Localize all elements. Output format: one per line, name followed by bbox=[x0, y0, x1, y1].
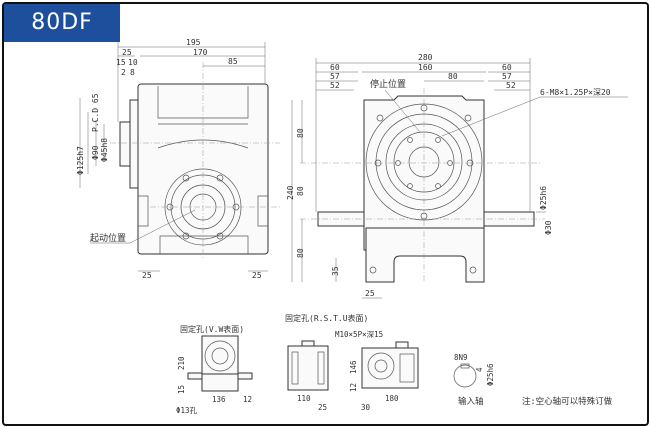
dim-60-right: 60 bbox=[502, 63, 512, 72]
front-view: 280 60 160 60 57 57 52 80 52 停止位置 6-M8×1… bbox=[286, 53, 628, 299]
dim-2: 2 bbox=[121, 68, 126, 77]
dim-10: 10 bbox=[128, 58, 138, 67]
vw-view: 固定孔(V.W表面) 210 15 136 12 Φ13孔 bbox=[176, 324, 253, 415]
dim-80-upper: 80 bbox=[296, 128, 305, 138]
dim-80-top: 80 bbox=[448, 72, 458, 81]
dim-160: 160 bbox=[418, 63, 433, 72]
dim-180: 180 bbox=[385, 394, 399, 403]
dim-pcd65: P.C.D 65 bbox=[91, 93, 100, 132]
stop-position-label: 停止位置 bbox=[370, 78, 406, 90]
dim-210: 210 bbox=[177, 356, 186, 370]
dim-52-right: 52 bbox=[506, 81, 516, 90]
dim-25-bottom: 25 bbox=[365, 289, 375, 298]
dim-195: 195 bbox=[186, 38, 201, 47]
dim-4: 4 bbox=[475, 367, 484, 372]
thread-note: 6-M8×1.25P×深20 bbox=[540, 88, 611, 97]
dim-8: 8 bbox=[130, 68, 135, 77]
dim-phi45h8: Φ45h8 bbox=[100, 138, 109, 162]
dim-57-left: 57 bbox=[330, 72, 340, 81]
dim-15-small: 15 bbox=[177, 385, 186, 394]
rstu-thread-note: M10×5P×深15 bbox=[335, 330, 383, 339]
dim-phi13-hole: Φ13孔 bbox=[176, 406, 198, 415]
dim-12-rstu: 12 bbox=[349, 383, 358, 392]
dim-35: 35 bbox=[331, 266, 340, 276]
dim-136: 136 bbox=[212, 395, 226, 404]
dim-phi25h6-shaft: Φ25h6 bbox=[486, 363, 495, 386]
dim-25: 25 bbox=[122, 48, 132, 57]
dim-85: 85 bbox=[228, 57, 238, 66]
dim-52-left: 52 bbox=[330, 81, 340, 90]
dim-phi90: Φ90 bbox=[91, 145, 100, 160]
dim-146: 146 bbox=[349, 360, 358, 374]
dim-25-right: 25 bbox=[252, 271, 262, 280]
input-shaft-view: 8N9 4 Φ25h6 输入轴 注:空心轴可以特殊订做 bbox=[453, 353, 613, 407]
dim-57-right: 57 bbox=[502, 72, 512, 81]
dim-110: 110 bbox=[297, 394, 311, 403]
rstu-views: 固定孔(R.S.T.U表面) M10×5P×深15 110 25 146 12 … bbox=[285, 313, 419, 412]
start-position-label: 起动位置 bbox=[90, 232, 126, 244]
model-title: 80DF bbox=[4, 4, 120, 42]
dim-240: 240 bbox=[286, 185, 295, 200]
dim-25-left: 25 bbox=[142, 271, 152, 280]
rstu-face-label: 固定孔(R.S.T.U表面) bbox=[285, 313, 368, 323]
side-view: 195 25 170 15 10 85 2 8 Φ125h7 Φ90 P.C.D… bbox=[76, 38, 280, 280]
dim-25-rstu: 25 bbox=[318, 403, 327, 412]
dim-80-mid: 80 bbox=[296, 186, 305, 196]
dim-170: 170 bbox=[193, 48, 208, 57]
dim-280: 280 bbox=[418, 53, 433, 62]
dim-60-left: 60 bbox=[330, 63, 340, 72]
vw-face-label: 固定孔(V.W表面) bbox=[180, 324, 244, 334]
hollow-shaft-note: 注:空心轴可以特殊订做 bbox=[522, 396, 613, 407]
dim-12: 12 bbox=[243, 395, 252, 404]
dim-phi25h6: Φ25h6 bbox=[539, 186, 548, 210]
dim-80-lower: 80 bbox=[296, 248, 305, 258]
dim-phi30: Φ30 bbox=[544, 220, 553, 235]
input-shaft-label: 输入轴 bbox=[458, 396, 484, 407]
dim-30: 30 bbox=[361, 403, 371, 412]
dim-phi125h7: Φ125h7 bbox=[76, 146, 85, 175]
dim-8n9: 8N9 bbox=[454, 353, 468, 362]
dim-15: 15 bbox=[116, 58, 126, 67]
